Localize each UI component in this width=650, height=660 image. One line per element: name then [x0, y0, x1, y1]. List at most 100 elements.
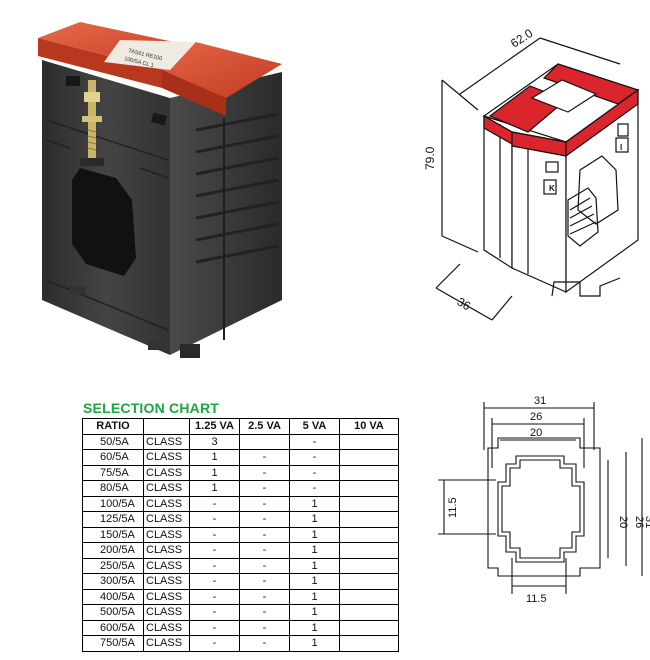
table-cell: -	[239, 464, 290, 481]
table-cell: -	[189, 588, 240, 605]
table-cell: CLASS	[143, 588, 190, 605]
table-cell: -	[239, 480, 290, 497]
dim-26-top: 26	[530, 411, 542, 423]
dim-20-top: 20	[530, 427, 542, 439]
table-cell: 1	[289, 495, 340, 512]
svg-text:l: l	[620, 143, 622, 152]
table-cell	[339, 542, 399, 559]
table-cell: 250/5A	[82, 557, 144, 574]
table-cell: -	[289, 449, 340, 466]
table-cell: 50/5A	[82, 433, 144, 450]
table-cell: 1	[289, 511, 340, 528]
table-cell: 1	[189, 449, 240, 466]
table-cell: CLASS	[143, 635, 190, 652]
table-cell	[339, 635, 399, 652]
table-cell: CLASS	[143, 511, 190, 528]
table-cell: -	[239, 557, 290, 574]
table-cell: 125/5A	[82, 511, 144, 528]
table-cell: 400/5A	[82, 588, 144, 605]
section-drawing: 31 26 20 11.5 20 26 31 11.5	[438, 395, 650, 605]
table-cell: CLASS	[143, 557, 190, 574]
table-cell	[339, 619, 399, 636]
table-cell	[339, 449, 399, 466]
table-cell: -	[239, 526, 290, 543]
table-cell	[339, 557, 399, 574]
table-cell: -	[189, 573, 240, 590]
dim-depth: 36	[455, 294, 474, 313]
table-cell: 1	[289, 526, 340, 543]
table-cell: -	[239, 449, 290, 466]
dim-31-right: 31	[643, 516, 650, 528]
svg-text:K: K	[549, 184, 555, 193]
table-header-cell: RATIO	[82, 418, 144, 435]
table-cell: 1	[189, 480, 240, 497]
table-cell: -	[189, 495, 240, 512]
table-cell: CLASS	[143, 619, 190, 636]
table-cell	[339, 511, 399, 528]
table-cell: CLASS	[143, 480, 190, 497]
table-cell	[339, 495, 399, 512]
table-cell: 3	[189, 433, 240, 450]
dim-31-top: 31	[534, 395, 546, 407]
table-cell: -	[239, 635, 290, 652]
table-cell: CLASS	[143, 495, 190, 512]
table-header-cell: 2.5 VA	[239, 418, 290, 435]
table-cell	[339, 433, 399, 450]
table-header-cell: 10 VA	[339, 418, 399, 435]
table-cell: 150/5A	[82, 526, 144, 543]
table-cell: 1	[289, 635, 340, 652]
table-cell: 600/5A	[82, 619, 144, 636]
table-cell	[339, 604, 399, 621]
table-cell: -	[239, 573, 290, 590]
dim-26-right: 26	[633, 516, 645, 528]
table-cell: 750/5A	[82, 635, 144, 652]
table-cell: -	[189, 557, 240, 574]
table-cell: -	[189, 635, 240, 652]
table-cell: CLASS	[143, 464, 190, 481]
table-cell: CLASS	[143, 573, 190, 590]
table-cell: 100/5A	[82, 495, 144, 512]
table-cell: 1	[189, 464, 240, 481]
table-cell: 1	[289, 557, 340, 574]
selection-chart-title: SELECTION CHART	[83, 400, 219, 416]
table-cell: CLASS	[143, 542, 190, 559]
isometric-drawing: K l 62.0 79.0 36	[423, 26, 640, 321]
table-cell: 1	[289, 542, 340, 559]
table-cell: -	[239, 604, 290, 621]
table-cell: -	[189, 526, 240, 543]
table-cell: 80/5A	[82, 480, 144, 497]
table-cell: -	[189, 604, 240, 621]
table-cell: 200/5A	[82, 542, 144, 559]
table-cell: -	[289, 480, 340, 497]
table-cell: 1	[289, 588, 340, 605]
table-header-cell	[143, 418, 190, 435]
table-cell: -	[189, 511, 240, 528]
dim-11-5-left: 11.5	[447, 497, 459, 518]
product-photo: TAS61 RE100 100/5A CL 1	[38, 22, 282, 358]
table-cell: -	[189, 542, 240, 559]
table-cell: CLASS	[143, 433, 190, 450]
dim-height: 79.0	[423, 146, 437, 170]
table-cell: 1	[289, 604, 340, 621]
table-cell	[339, 464, 399, 481]
table-cell: -	[239, 588, 290, 605]
table-cell: 1	[289, 619, 340, 636]
table-cell: 1	[289, 573, 340, 590]
table-cell	[339, 588, 399, 605]
table-cell: -	[189, 619, 240, 636]
table-cell	[339, 573, 399, 590]
